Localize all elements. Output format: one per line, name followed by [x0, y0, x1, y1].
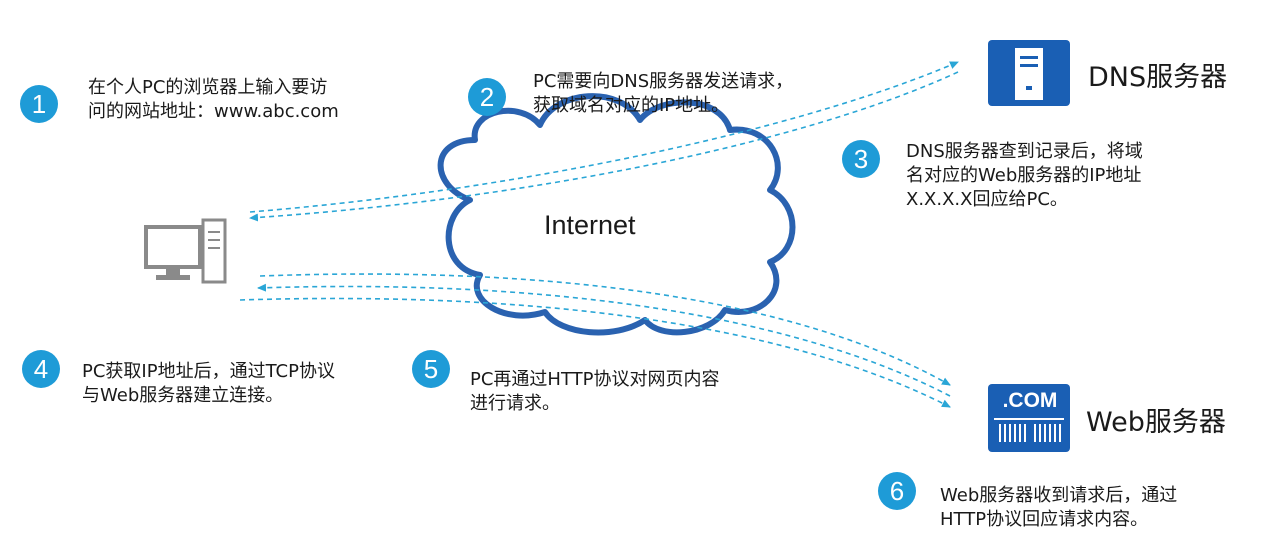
step-6-line-2: HTTP协议回应请求内容。 — [940, 509, 1149, 530]
step-6-line-1: Web服务器收到请求后，通过 — [940, 485, 1178, 506]
step-3-line-1: DNS服务器查到记录后，将域 — [906, 141, 1143, 162]
step-5-line-1: PC再通过HTTP协议对网页内容 — [470, 369, 720, 390]
pc-icon — [144, 218, 227, 284]
step-4-line-1: PC获取IP地址后，通过TCP协议 — [82, 361, 335, 382]
internet-cloud-icon — [437, 93, 796, 336]
dns-server-label: DNS服务器 — [1088, 62, 1228, 93]
arrow-pc-to-web-http — [239, 297, 951, 408]
step-6-badge: 6 — [878, 472, 916, 510]
step-3-badge: 3 — [842, 140, 880, 178]
step-5-line-2: 进行请求。 — [470, 393, 560, 414]
step-1-line-2: 问的网站地址：www.abc.com — [88, 101, 339, 122]
web-server-label: Web服务器 — [1086, 407, 1226, 438]
step-5-badge: 5 — [412, 350, 450, 388]
step-3-line-3: X.X.X.X回应给PC。 — [906, 189, 1068, 210]
step-6-text: Web服务器收到请求后，通过 HTTP协议回应请求内容。 — [940, 484, 1177, 532]
internet-label: Internet — [544, 210, 636, 240]
dns-server-icon — [988, 40, 1070, 106]
step-4-badge: 4 — [22, 350, 60, 388]
step-4-text: PC获取IP地址后，通过TCP协议 与Web服务器建立连接。 — [82, 360, 335, 408]
arrow-pc-to-dns — [249, 61, 959, 213]
step-1-line-1: 在个人PC的浏览器上输入要访 — [88, 77, 328, 98]
step-2-line-2: 获取域名对应的IP地址。 — [533, 95, 730, 116]
step-4-line-2: 与Web服务器建立连接。 — [82, 385, 284, 406]
arrow-web-to-pc — [257, 283, 951, 397]
step-3-text: DNS服务器查到记录后，将域 名对应的Web服务器的IP地址 X.X.X.X回应… — [906, 140, 1143, 212]
step-2-text: PC需要向DNS服务器发送请求， 获取域名对应的IP地址。 — [533, 70, 793, 118]
step-1-text: 在个人PC的浏览器上输入要访 问的网站地址：www.abc.com — [88, 76, 339, 124]
arrow-dns-to-pc — [249, 71, 959, 222]
step-1-badge: 1 — [20, 85, 58, 123]
step-5-text: PC再通过HTTP协议对网页内容 进行请求。 — [470, 368, 720, 416]
web-server-icon — [988, 384, 1070, 452]
step-3-line-2: 名对应的Web服务器的IP地址 — [906, 165, 1142, 186]
step-2-line-1: PC需要向DNS服务器发送请求， — [533, 71, 794, 92]
web-server-badge: .COM — [1002, 389, 1058, 412]
step-2-badge: 2 — [468, 78, 506, 116]
